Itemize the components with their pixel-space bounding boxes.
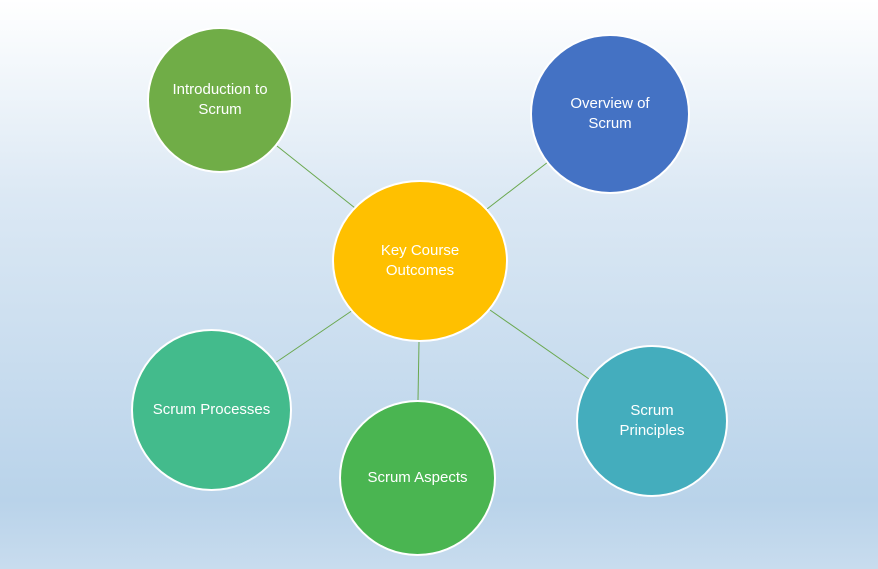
- node-label-principles: Scrum Principles: [619, 402, 685, 439]
- connector-principles: [489, 309, 590, 380]
- node-scrum-principles[interactable]: Scrum Principles: [576, 345, 728, 497]
- node-label-introduction: Introduction to Scrum: [172, 81, 268, 118]
- node-introduction-to-scrum[interactable]: Introduction to Scrum: [147, 27, 293, 173]
- connector-processes: [274, 309, 354, 364]
- node-scrum-aspects[interactable]: Scrum Aspects: [339, 400, 496, 556]
- connector-overview: [486, 161, 549, 210]
- center-node-label: Key Course Outcomes: [380, 242, 460, 279]
- connector-intro: [276, 145, 356, 209]
- node-scrum-processes[interactable]: Scrum Processes: [131, 329, 292, 491]
- node-overview-of-scrum[interactable]: Overview of Scrum: [530, 34, 690, 194]
- node-label-overview: Overview of Scrum: [570, 95, 650, 132]
- node-label-aspects: Scrum Aspects: [367, 469, 468, 486]
- node-label-processes: Scrum Processes: [152, 401, 271, 418]
- connector-aspects: [417, 341, 420, 401]
- center-node-key-course-outcomes[interactable]: Key Course Outcomes: [332, 180, 508, 342]
